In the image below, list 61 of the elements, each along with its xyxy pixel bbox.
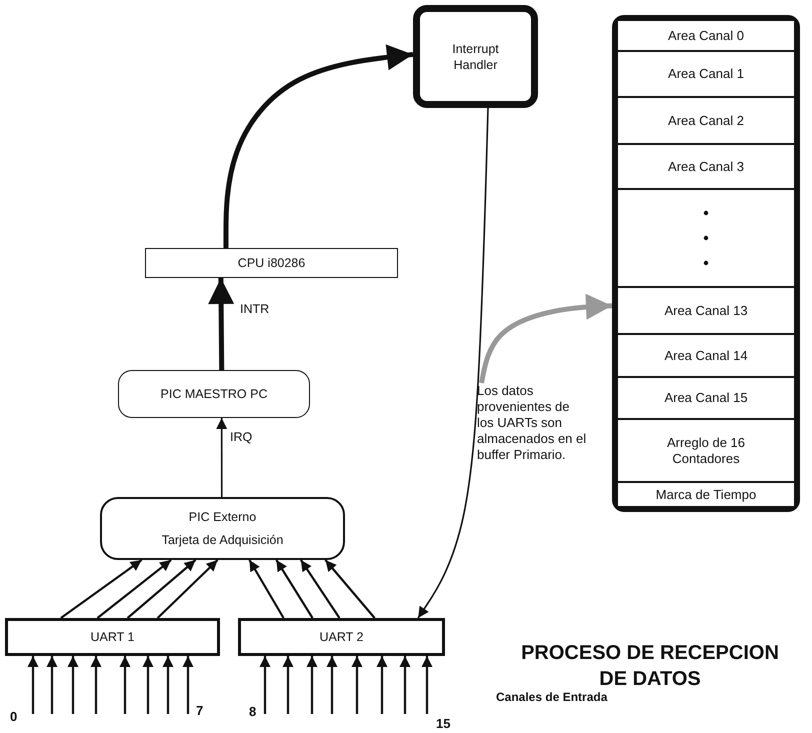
box-label: PIC MAESTRO PC	[160, 386, 268, 402]
arrow	[326, 656, 338, 714]
arrow	[260, 656, 270, 714]
arrow	[156, 559, 218, 619]
note-text: Los datos provenientes de los UARTs son almacenados en el buffer Primario.	[477, 383, 589, 465]
arrow	[282, 656, 294, 714]
process-box	[100, 497, 345, 560]
arrow	[216, 418, 228, 497]
arrow	[422, 656, 432, 714]
arrow	[479, 294, 612, 384]
arrow	[120, 656, 130, 714]
arrow	[96, 559, 172, 619]
arrow	[90, 656, 102, 714]
box-label: Area Canal 15	[663, 390, 749, 406]
cpu-box	[145, 248, 398, 278]
edge-label: IRQ	[230, 430, 252, 445]
box-label: Tarjeta de Adquisición	[160, 532, 284, 548]
arrow	[400, 656, 410, 714]
arrow	[208, 278, 234, 370]
box-label: Area Canal 1	[667, 66, 745, 82]
box-label: Arreglo de 16 Contadores	[666, 434, 746, 466]
box-label: Area Canal 13	[663, 302, 749, 318]
channel-number: 15	[436, 716, 450, 731]
channel-number: 0	[10, 709, 18, 724]
box-label: Area Canal 2	[667, 112, 745, 128]
arrow	[306, 656, 318, 714]
arrow	[275, 559, 314, 619]
arrow	[248, 559, 284, 619]
process-box	[118, 370, 310, 418]
arrow	[352, 656, 362, 714]
arrow	[417, 108, 489, 618]
box-label: Area Canal 3	[667, 158, 745, 174]
arrow	[182, 656, 194, 714]
buffer-area-cell	[618, 21, 794, 52]
channel-number: 8	[249, 704, 256, 719]
uart-box	[5, 618, 220, 656]
uart-box	[238, 618, 445, 656]
box-label: UART 2	[318, 629, 364, 645]
caption-label: Canales de Entrada	[496, 690, 608, 705]
arrow	[46, 656, 58, 714]
box-label: Area Canal 0	[667, 28, 745, 44]
arrow	[300, 559, 340, 619]
arrow	[68, 656, 78, 714]
arrow	[324, 559, 376, 619]
arrow	[60, 559, 142, 619]
diagram-title: PROCESO DE RECEPCION DE DATOS	[520, 641, 780, 692]
arrow	[162, 656, 174, 714]
process-box	[413, 5, 538, 108]
arrow	[126, 559, 196, 619]
box-label: Interrupt Handler	[451, 40, 500, 72]
box-label: UART 1	[89, 629, 136, 645]
arrow	[376, 656, 388, 714]
box-label: PIC Externo	[188, 508, 258, 525]
box-label: CPU i80286	[236, 255, 306, 271]
box-label: Area Canal 14	[663, 348, 749, 364]
arrow	[142, 656, 154, 714]
memory-buffer-box	[612, 15, 800, 512]
box-label: Marca de Tiempo	[654, 486, 758, 502]
arrow	[28, 656, 38, 714]
channel-number: 7	[196, 703, 204, 718]
arrow	[223, 44, 414, 248]
